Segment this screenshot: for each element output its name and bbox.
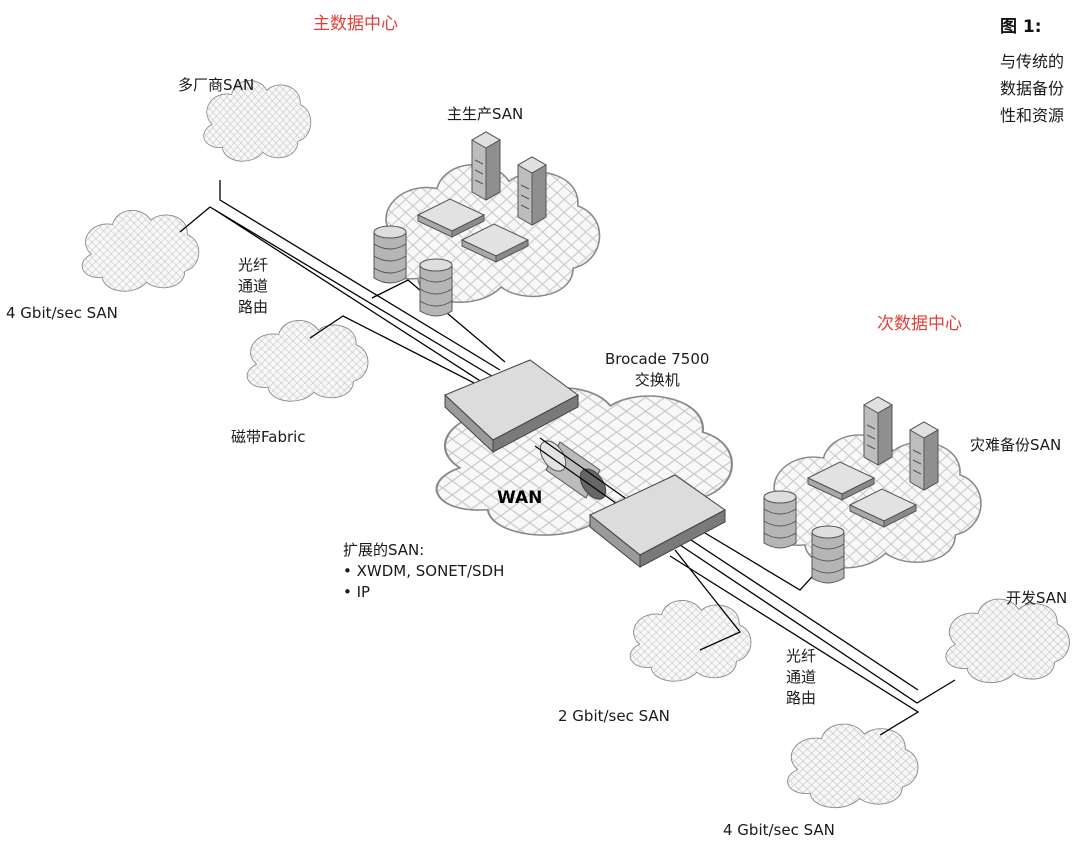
caption-line: 性和资源	[1000, 106, 1065, 125]
figure-title: 图 1:	[1000, 17, 1042, 37]
label-dr-san: 灾难备份SAN	[970, 436, 1062, 454]
brocade-switch-right	[589, 474, 726, 569]
cloud-2g-san	[629, 600, 752, 682]
cloud-4g-san-bottom	[787, 723, 919, 809]
primary-datacenter-header: 主数据中心	[313, 14, 398, 34]
brocade-line: 交换机	[634, 371, 680, 389]
fc-links-left	[179, 180, 506, 387]
extended-san-item: XWDM, SONET/SDH	[343, 561, 505, 582]
label-4g-san-left: 4 Gbit/sec SAN	[6, 304, 118, 322]
cloud-dev-san	[945, 598, 1070, 684]
fc-routing-line: 路由	[238, 298, 269, 316]
label-primary-production-san: 主生产SAN	[447, 105, 524, 123]
brocade-line: Brocade 7500	[605, 350, 710, 368]
secondary-datacenter-header: 次数据中心	[877, 314, 962, 334]
extended-san-list: XWDM, SONET/SDH IP	[343, 561, 505, 603]
label-2g-san: 2 Gbit/sec SAN	[558, 707, 670, 725]
wan-tunnel	[534, 437, 626, 507]
fc-routing-line: 路由	[786, 689, 817, 707]
extended-san-title: 扩展的SAN:	[343, 541, 425, 559]
label-fc-routing-left: 光纤 通道 路由	[238, 255, 268, 318]
extended-san-item: IP	[343, 582, 504, 603]
fc-routing-line: 光纤	[786, 647, 817, 665]
figure-caption: 与传统的 数据备份 性和资源	[1000, 48, 1064, 129]
fc-routing-line: 光纤	[238, 256, 269, 274]
fc-routing-line: 通道	[238, 277, 269, 295]
label-4g-san-bottom: 4 Gbit/sec SAN	[723, 821, 835, 839]
label-dev-san: 开发SAN	[1006, 589, 1068, 607]
cloud-4g-san-left	[81, 210, 200, 292]
label-wan: WAN	[497, 488, 543, 508]
fc-routing-line: 通道	[786, 668, 817, 686]
cloud-tape-fabric	[246, 320, 369, 402]
brocade-switch-left	[444, 359, 579, 454]
caption-line: 与传统的	[1000, 52, 1065, 71]
caption-line: 数据备份	[1000, 79, 1065, 98]
label-extended-san: 扩展的SAN: XWDM, SONET/SDH IP	[343, 540, 504, 603]
label-brocade-switch: Brocade 7500 交换机	[605, 349, 709, 391]
label-multi-vendor-san: 多厂商SAN	[178, 76, 255, 94]
label-tape-fabric: 磁带Fabric	[231, 428, 306, 446]
label-fc-routing-right: 光纤 通道 路由	[786, 646, 816, 709]
